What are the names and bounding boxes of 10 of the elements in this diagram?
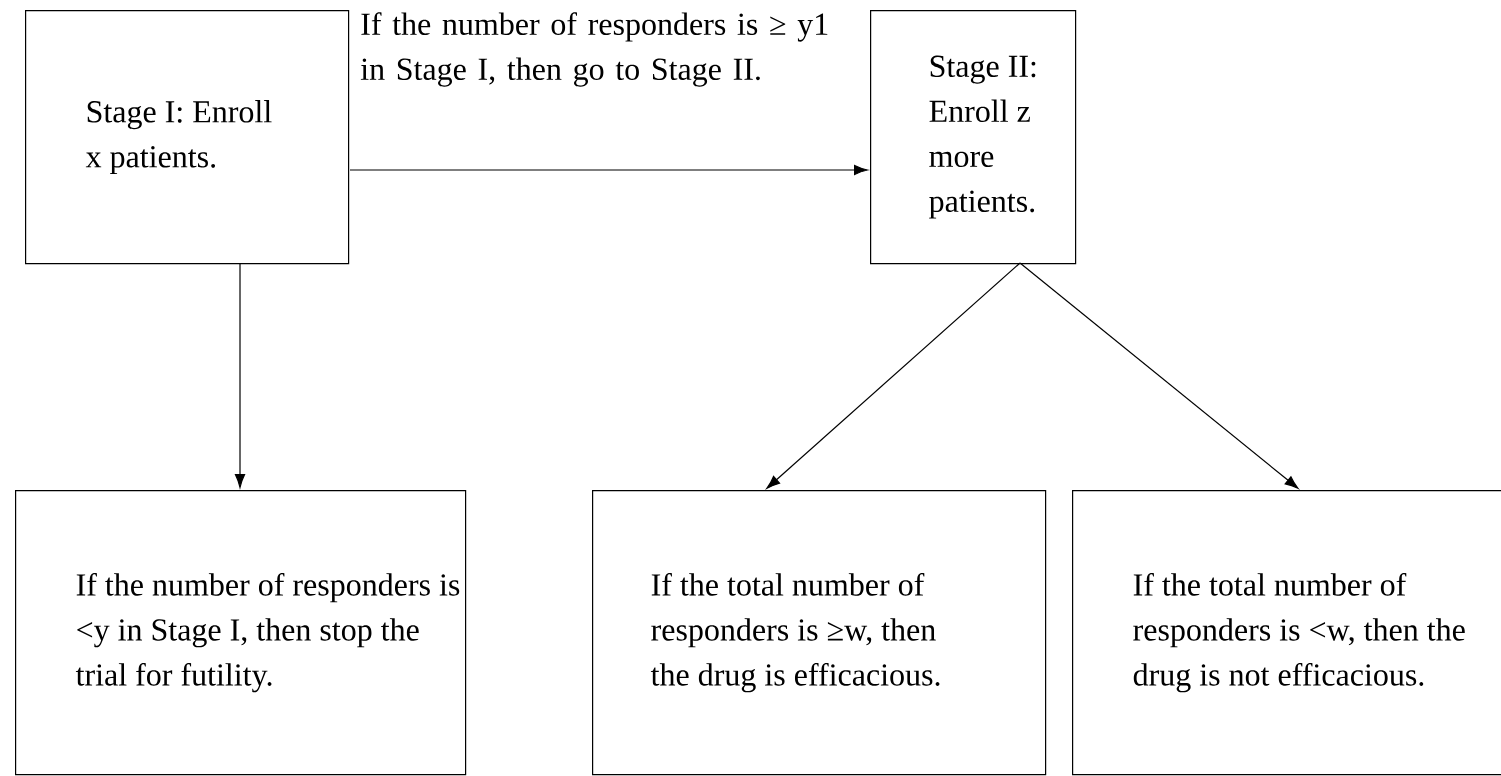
arrow [1019, 262, 1299, 489]
arrow [766, 262, 1021, 489]
process-box: If the total number of responders is ≥w, then the drug is efficacious. [592, 490, 1047, 776]
edge-label: If the number of responders is ≥ y1 in Stage I, then go to Stage II. [360, 12, 828, 87]
process-box: If the number of responders is <y in Stage I, then stop the trial for futility. [15, 490, 467, 776]
arrow [234, 262, 246, 488]
process-box: Stage I: Enroll x patients. [25, 10, 350, 265]
process-box: If the total number of responders is <w, then the drug is not efficacious. [1072, 490, 1501, 776]
process-box: Stage II: Enroll z more patients. [870, 10, 1077, 265]
arrow [349, 164, 868, 176]
